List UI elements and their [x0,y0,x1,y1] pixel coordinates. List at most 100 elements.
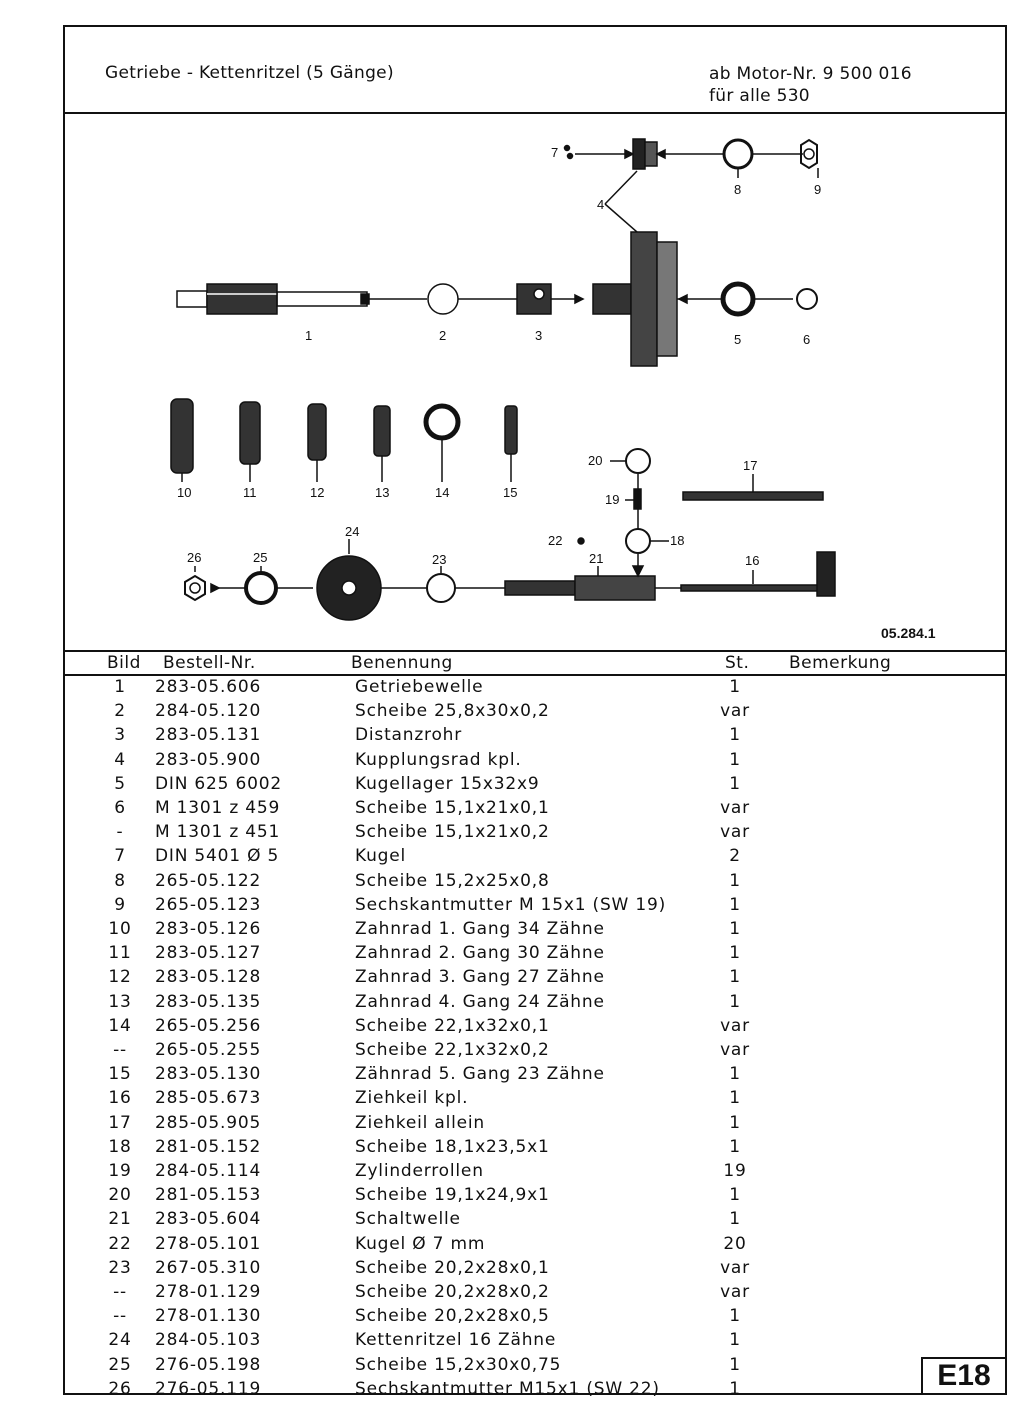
callout-8: 8 [734,182,741,197]
exploded-view-illustration: 7 4 8 9 1 2 3 5 6 10 11 12 13 14 15 17 2… [170,138,936,641]
row-benennung: Scheibe 22,1x32x0,2 [355,1040,550,1060]
row-bild: 7 [114,846,126,867]
row-benennung: Scheibe 22,1x32x0,1 [355,1015,550,1036]
col-bild: Bild [107,653,141,673]
callout-24: 24 [345,524,359,539]
row-st: 2 [729,846,741,867]
engine-number-line: ab Motor-Nr. 9 500 016 [709,64,912,84]
row-bestell-nr: 265-05.256 [155,1015,262,1036]
row-bild: 17 [108,1112,132,1133]
drawing-number: 05.284.1 [881,625,936,641]
row-st: 1 [729,919,741,939]
row-bild: 21 [108,1209,132,1230]
callout-17: 17 [743,458,757,473]
row-bild: 14 [108,1015,132,1036]
row-bestell-nr: 278-01.129 [155,1282,262,1302]
page-badge: E18 [921,1357,1005,1393]
callout-19: 19 [605,492,619,507]
row-benennung: Kugellager 15x32x9 [355,773,540,794]
row-bild: 19 [108,1161,132,1181]
row-bild: 20 [108,1185,132,1206]
row-st: 1 [729,1209,741,1230]
row-bild: 1 [114,677,126,697]
row-bild: 3 [114,725,126,746]
row-bestell-nr: 276-05.198 [155,1354,262,1375]
row-benennung: Scheibe 15,2x25x0,8 [355,870,550,891]
row-bild: 26 [108,1378,132,1399]
row-bestell-nr: DIN 5401 Ø 5 [155,846,280,867]
row-st: 1 [729,991,741,1012]
row-benennung: Schaltwelle [355,1209,461,1230]
row-bild: - [116,822,124,843]
col-bestell-nr: Bestell-Nr. [163,653,256,673]
row-benennung: Scheibe 15,1x21x0,1 [355,798,550,818]
row-st: 1 [729,749,741,770]
row-benennung: Zylinderrollen [355,1161,484,1181]
row-benennung: Kugel [355,846,407,867]
row-st: 1 [729,1306,741,1327]
row-bestell-nr: 278-01.130 [155,1306,262,1327]
row-st: var [720,1040,750,1060]
page-frame: Getriebe - Kettenritzel (5 Gänge) ab Mot… [63,25,1007,1399]
callout-6: 6 [803,332,810,347]
row-benennung: Scheibe 15,2x30x0,75 [355,1354,562,1375]
row-bestell-nr: 285-05.673 [155,1088,262,1109]
callout-3: 3 [535,328,542,343]
row-benennung: Kugel Ø 7 mm [355,1233,486,1254]
row-st: var [720,822,750,843]
callout-18: 18 [670,533,684,548]
row-bild: 18 [108,1136,132,1157]
row-st: 20 [723,1233,747,1254]
row-benennung: Zahnrad 2. Gang 30 Zähne [355,943,605,964]
row-benennung: Scheibe 25,8x30x0,2 [355,701,550,722]
row-st: 1 [729,894,741,915]
row-bild: 16 [108,1088,132,1109]
row-st: 1 [729,725,741,746]
row-bild: 5 [114,773,126,794]
row-benennung: Sechskantmutter M15x1 (SW 22) [355,1378,660,1399]
row-bestell-nr: 283-05.131 [155,725,262,746]
table-row: 7 DIN 5401 Ø 5 Kugel 2 [65,846,1005,870]
table-header: Bild Bestell-Nr. Benennung St. Bemerkung [65,650,1005,676]
row-st: 1 [729,943,741,964]
row-bestell-nr: 267-05.310 [155,1257,262,1278]
callout-2: 2 [439,328,446,343]
row-bild: -- [113,1282,127,1302]
row-bestell-nr: 265-05.123 [155,894,262,915]
row-bild: 4 [114,749,126,770]
row-bestell-nr: 283-05.606 [155,677,262,697]
row-st: 19 [723,1161,747,1181]
row-st: 1 [729,1354,741,1375]
row-bestell-nr: M 1301 z 451 [155,822,281,843]
row-bestell-nr: 283-05.604 [155,1209,262,1230]
row-st: var [720,1015,750,1036]
row-benennung: Zahnrad 4. Gang 24 Zähne [355,991,605,1012]
header: Getriebe - Kettenritzel (5 Gänge) ab Mot… [65,27,1005,114]
callout-4: 4 [597,197,604,212]
row-bestell-nr: 283-05.130 [155,1064,262,1085]
row-bestell-nr: 281-05.152 [155,1136,262,1157]
row-bestell-nr: 265-05.122 [155,870,262,891]
row-bestell-nr: DIN 625 6002 [155,773,282,794]
callout-1: 1 [305,328,312,343]
callout-21: 21 [589,551,603,566]
row-bild: -- [113,1040,127,1060]
row-benennung: Scheibe 20,2x28x0,5 [355,1306,550,1327]
row-benennung: Scheibe 15,1x21x0,2 [355,822,550,843]
row-bild: 23 [108,1257,132,1278]
row-bestell-nr: 285-05.905 [155,1112,262,1133]
row-st: 1 [729,1112,741,1133]
row-benennung: Zähnrad 5. Gang 23 Zähne [355,1064,605,1085]
row-benennung: Ziehkeil kpl. [355,1088,469,1109]
